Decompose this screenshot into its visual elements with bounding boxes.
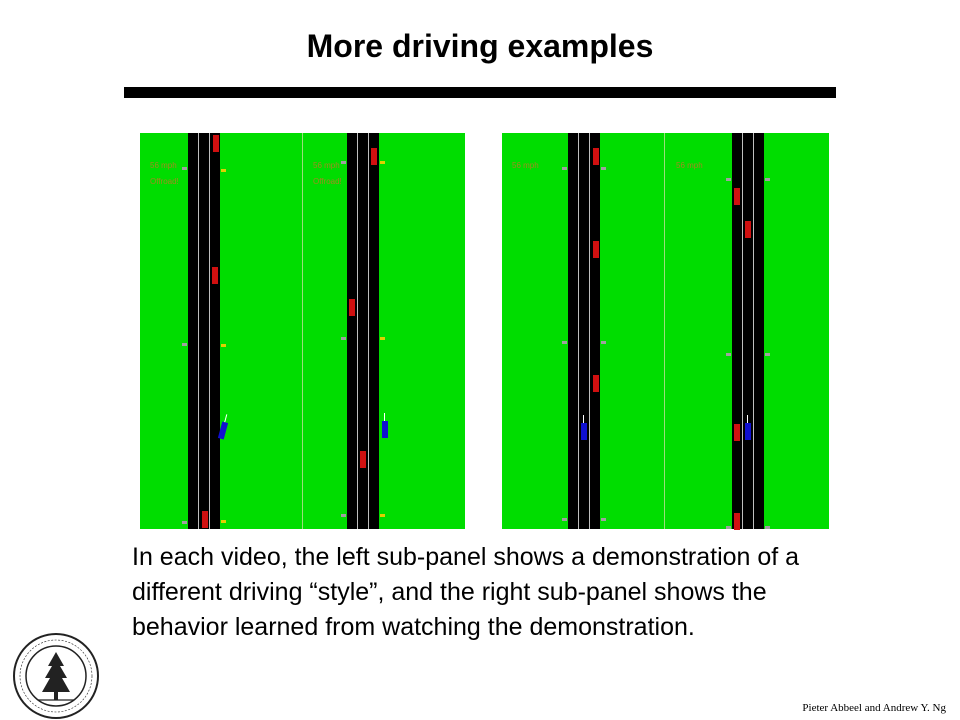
roadside-marker (221, 344, 226, 347)
other-car (371, 148, 377, 165)
other-car (349, 299, 355, 316)
lane-line (753, 133, 754, 529)
speed-readout: 56 mph (150, 161, 177, 170)
roadside-marker (765, 178, 770, 181)
other-car (593, 148, 599, 165)
roadside-marker (726, 178, 731, 181)
slide-body-text: In each video, the left sub-panel shows … (132, 543, 800, 641)
roadside-marker (380, 514, 385, 517)
roadside-marker (380, 337, 385, 340)
slide-title: More driving examples (306, 28, 654, 64)
road (568, 133, 600, 529)
learner-car (382, 413, 388, 438)
other-car (213, 135, 219, 152)
roadside-marker (562, 167, 567, 170)
roadside-marker (765, 526, 770, 529)
roadside-marker (601, 167, 606, 170)
other-car (593, 375, 599, 392)
other-car (212, 267, 218, 284)
roadside-marker (562, 518, 567, 521)
lane-line (357, 133, 358, 529)
roadside-marker (341, 161, 346, 164)
other-car (360, 451, 366, 468)
title-underline (124, 87, 836, 98)
road (347, 133, 379, 529)
offroad-status: Offroad! (313, 177, 342, 186)
roadside-marker (341, 337, 346, 340)
learner-car (745, 415, 751, 440)
other-car (593, 241, 599, 258)
roadside-marker (601, 518, 606, 521)
lane-line (578, 133, 579, 529)
lane-line (198, 133, 199, 529)
lane-line (742, 133, 743, 529)
roadside-marker (726, 353, 731, 356)
other-car (734, 424, 740, 441)
lane-line (368, 133, 369, 529)
driving-video-1[interactable]: 56 mph Offroad! 56 mph Offroad! (140, 133, 465, 529)
other-car (734, 188, 740, 205)
stanford-seal-icon (13, 633, 99, 719)
road (188, 133, 220, 529)
speed-readout: 56 mph (512, 161, 539, 170)
speed-readout: 56 mph (313, 161, 340, 170)
subpanel-divider (302, 133, 303, 529)
offroad-status: Offroad! (150, 177, 179, 186)
lane-line (209, 133, 210, 529)
other-car (734, 513, 740, 530)
roadside-marker (182, 167, 187, 170)
roadside-marker (221, 520, 226, 523)
roadside-marker (765, 353, 770, 356)
roadside-marker (341, 514, 346, 517)
learner-car (581, 415, 587, 440)
lane-line (589, 133, 590, 529)
roadside-marker (182, 343, 187, 346)
driving-video-2[interactable]: 56 mph 56 mph (502, 133, 829, 530)
subpanel-divider (664, 133, 665, 529)
roadside-marker (182, 521, 187, 524)
roadside-marker (380, 161, 385, 164)
roadside-marker (221, 169, 226, 172)
roadside-marker (562, 341, 567, 344)
speed-readout: 56 mph (676, 161, 703, 170)
other-car (202, 511, 208, 528)
roadside-marker (601, 341, 606, 344)
roadside-marker (726, 526, 731, 529)
other-car (745, 221, 751, 238)
author-credit: Pieter Abbeel and Andrew Y. Ng (802, 702, 946, 714)
